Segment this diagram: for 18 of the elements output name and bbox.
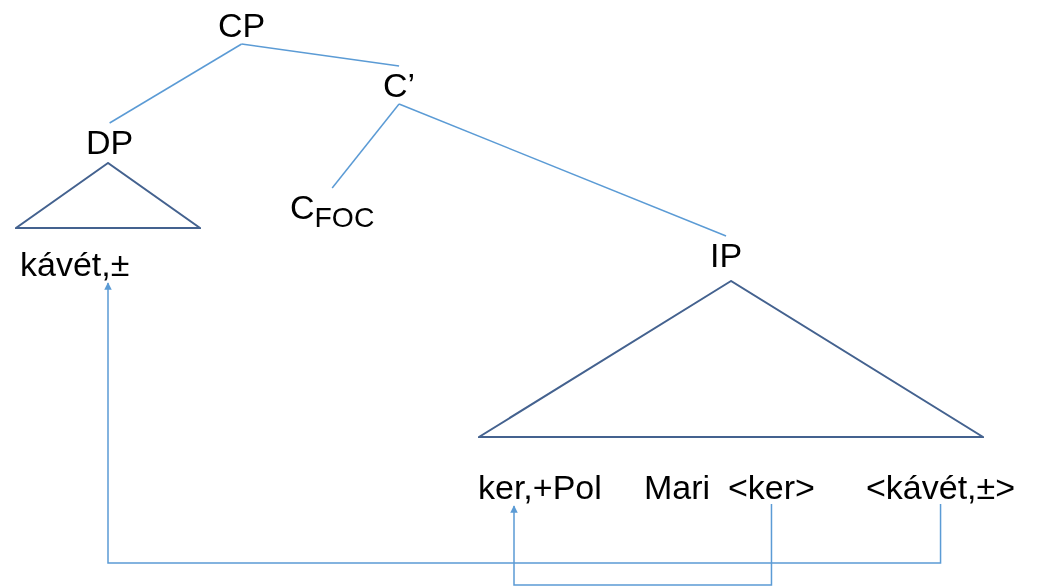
branch-line (240, 43, 400, 67)
movement-arrow (104, 282, 942, 564)
triangle-shape (15, 162, 201, 229)
word-text: Mari (644, 470, 711, 504)
tree-label: C$_{FOC}$ (290, 190, 375, 232)
movement-arrow (510, 503, 773, 586)
branch-line (108, 43, 243, 124)
triangle-shape (478, 280, 984, 438)
tree-label: IP (710, 238, 743, 272)
tree-label: C’ (383, 68, 416, 102)
word-text: <ker> (728, 470, 815, 504)
word-text: kávét,± (20, 247, 130, 281)
word-text: ker,+Pol (478, 470, 602, 504)
tree-label: CP (218, 8, 266, 42)
branch-line (398, 103, 727, 237)
word-text: <kávét,±> (866, 470, 1016, 504)
tree-label: DP (86, 125, 134, 159)
branch-line (331, 103, 400, 189)
